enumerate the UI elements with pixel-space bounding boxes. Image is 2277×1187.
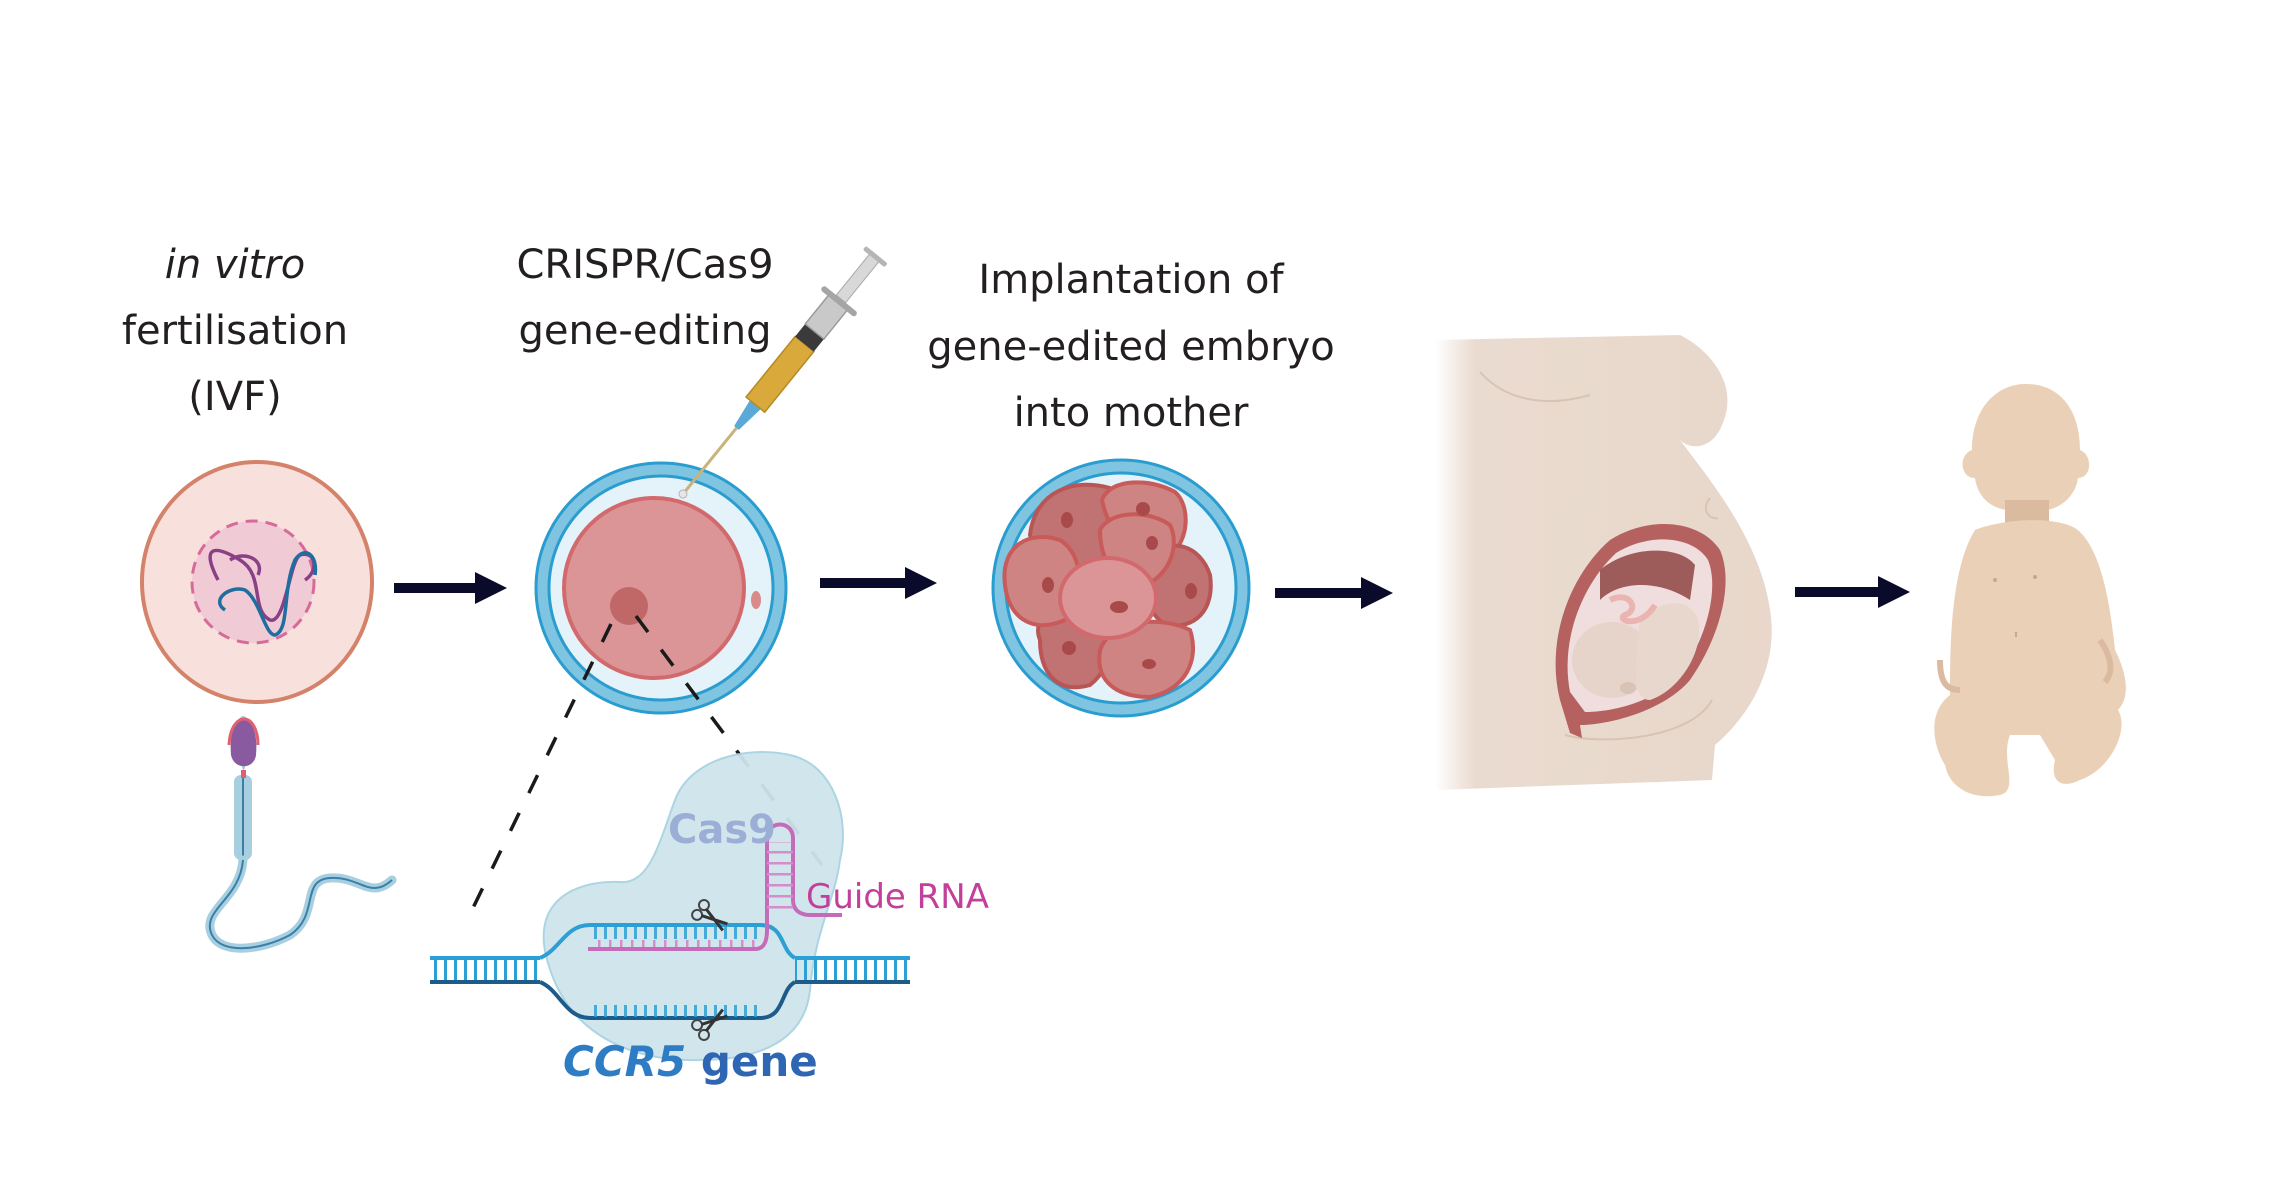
- ccr5-label-italic: CCR5: [563, 1037, 686, 1086]
- cas9-label: Cas9: [668, 807, 776, 853]
- ccr5-gene-label: CCR5 gene: [563, 1037, 818, 1086]
- ivf-label-line-2: fertilisation: [122, 308, 348, 354]
- implant-label-line-3: into mother: [1014, 390, 1249, 436]
- step-label-ivf: in vitro fertilisation (IVF): [122, 242, 348, 420]
- arrow-right-icon: [1275, 577, 1393, 609]
- arrow-shaft: [1795, 587, 1882, 597]
- guide-rna-strand: [588, 822, 842, 951]
- arrow-right-icon: [394, 572, 507, 604]
- cas9-complex-inset: Cas9 Guide RNA CCR5 gene: [430, 751, 989, 1086]
- baby-icon: [1934, 384, 2126, 797]
- editing-label-line-1: CRISPR/Cas9: [516, 242, 773, 288]
- ivf-label-line-3: (IVF): [188, 374, 281, 420]
- guide-rna-label: Guide RNA: [806, 877, 989, 917]
- step-label-gene-editing: CRISPR/Cas9 gene-editing: [516, 242, 773, 354]
- gene-label-suffix: gene: [686, 1037, 818, 1086]
- arrow-shaft: [820, 578, 909, 588]
- arrow-right-icon: [1795, 576, 1910, 608]
- arrow-head: [905, 567, 937, 599]
- process-arrows: [394, 567, 1910, 609]
- ivf-label-line-1: in vitro: [165, 242, 306, 288]
- implant-label-line-1: Implantation of: [978, 257, 1284, 303]
- arrow-head: [1361, 577, 1393, 609]
- arrow-head: [475, 572, 507, 604]
- embryo-icon: [991, 458, 1251, 718]
- egg-cell-icon: [140, 460, 374, 704]
- scissors-icon-top: [691, 899, 728, 932]
- editing-label-line-2: gene-editing: [518, 308, 771, 354]
- implant-label-line-2: gene-edited embryo: [927, 324, 1334, 370]
- step-label-implantation: Implantation of gene-edited embryo into …: [927, 257, 1334, 436]
- arrow-shaft: [1275, 588, 1365, 598]
- pregnant-mother-icon: [1435, 335, 1795, 800]
- scissors-icon-bottom: [691, 1008, 728, 1041]
- arrow-right-icon: [820, 567, 937, 599]
- sperm-cell-icon: [205, 716, 397, 953]
- arrow-head: [1878, 576, 1910, 608]
- arrow-shaft: [394, 583, 479, 593]
- zygote-cell-icon: [534, 461, 788, 715]
- syringe-icon: [678, 246, 887, 499]
